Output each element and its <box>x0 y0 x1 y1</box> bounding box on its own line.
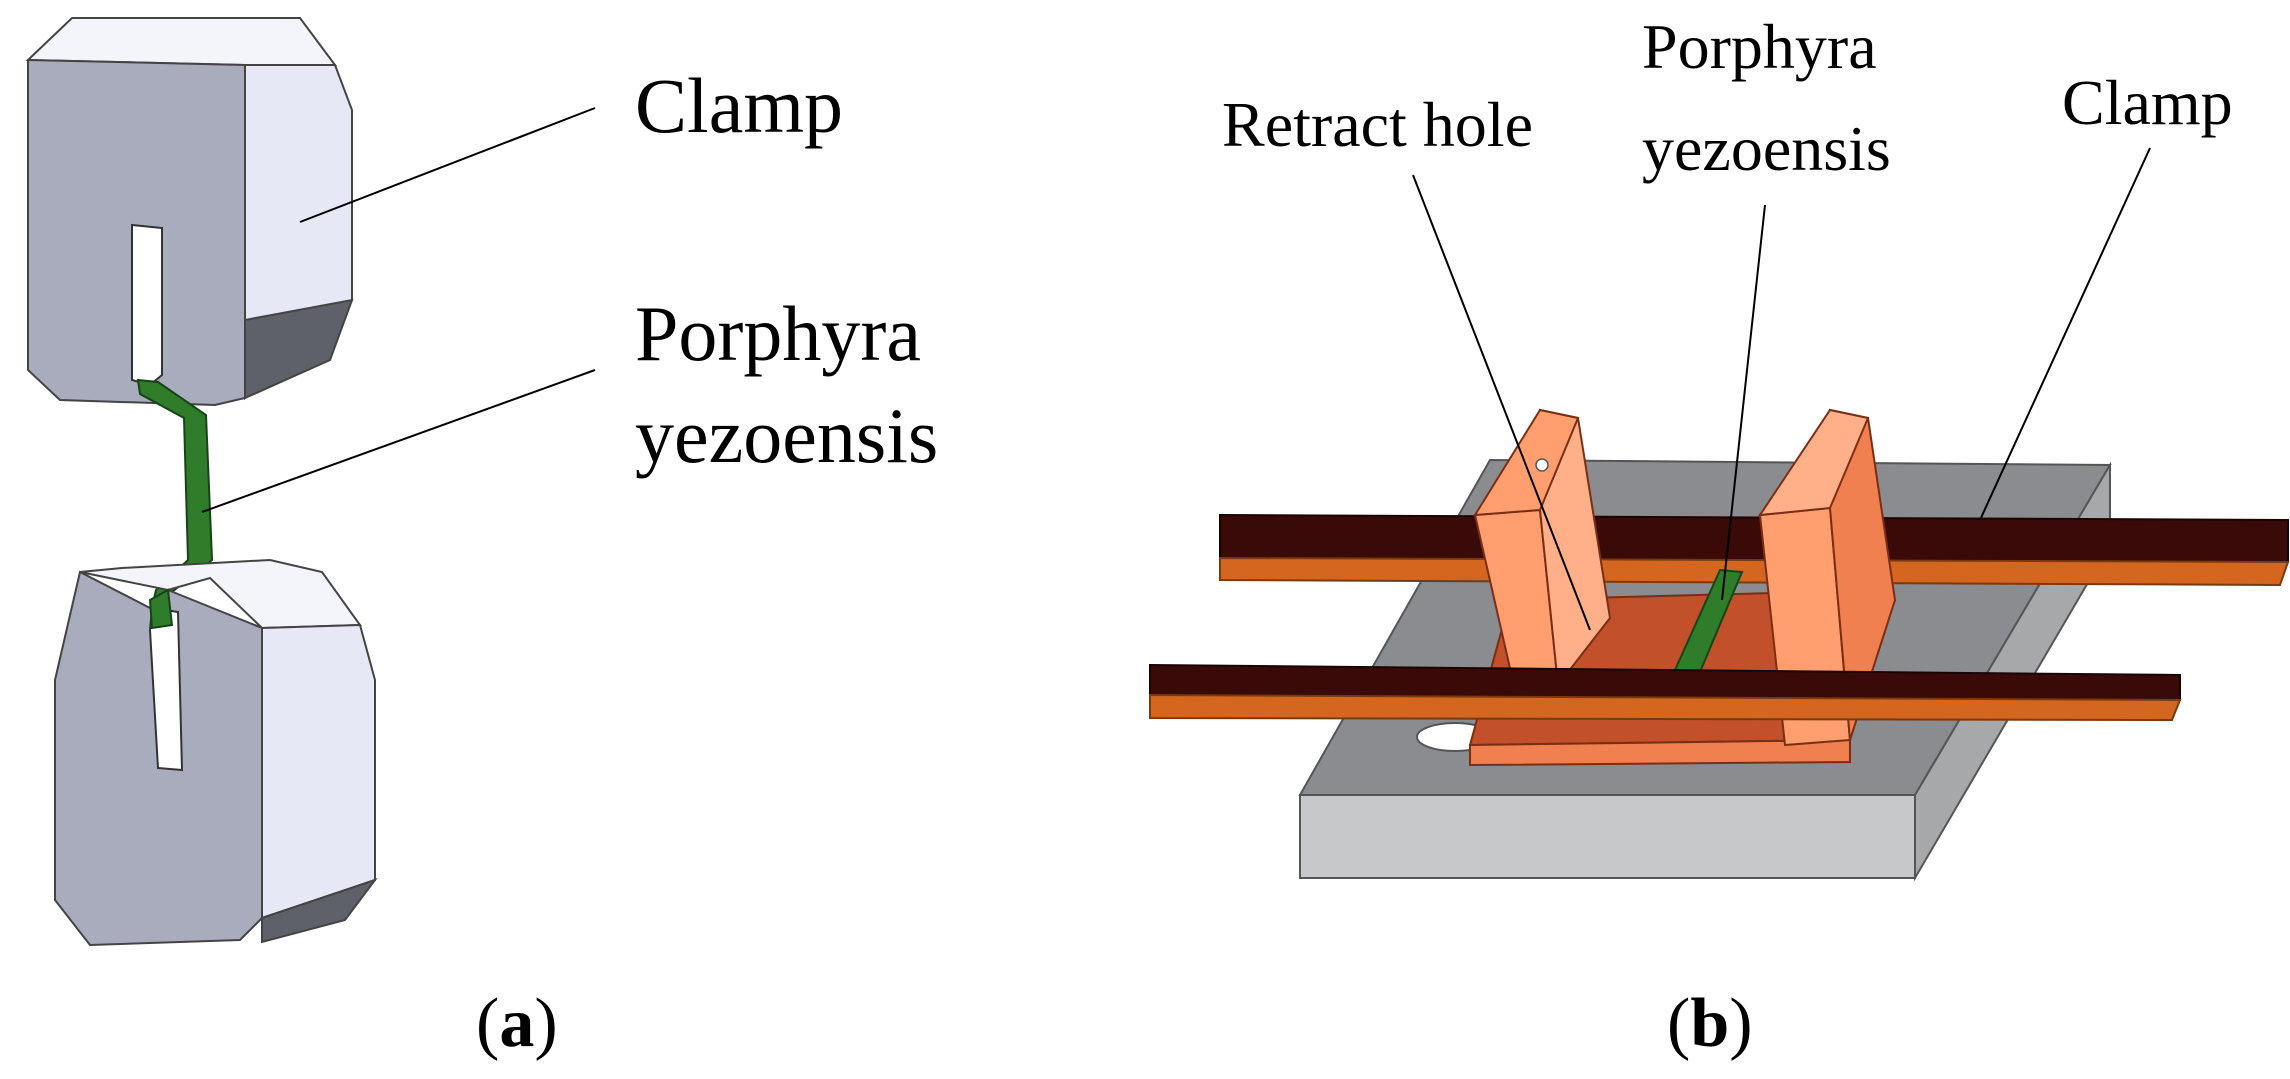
caption-b-open: ( <box>1667 985 1690 1062</box>
fixture-floor-front <box>1469 738 1851 767</box>
back-rail-top <box>1219 513 2289 564</box>
caption-b-letter: b <box>1690 985 1729 1062</box>
specimen-label-b-line2: yezoensis <box>1642 113 1891 184</box>
lower-clamp-block <box>54 558 378 947</box>
clamp-leader-line-a <box>299 107 596 223</box>
upper-clamp-bottom-bevel <box>244 298 354 400</box>
front-rail <box>1149 663 2182 722</box>
caption-a-letter: a <box>499 985 534 1062</box>
panel-b: Retract hole Porphyra yezoensis Clamp (b… <box>1149 11 2290 1062</box>
caption-b-close: ) <box>1729 985 1752 1062</box>
front-rail-front <box>1149 693 2182 722</box>
upper-clamp-slot <box>131 223 163 387</box>
specimen-label-a-line1: Porphyra <box>635 290 921 377</box>
back-rail <box>1219 513 2290 587</box>
retract-hole-leader-line <box>1412 174 1591 631</box>
clamp-label-a: Clamp <box>635 62 843 149</box>
specimen-label-a-line2: yezoensis <box>635 392 938 479</box>
caption-b: (b) <box>1667 985 1753 1062</box>
right-upright-top <box>1757 408 1870 517</box>
clamp-leader-line-b <box>1979 147 2151 521</box>
caption-a-open: ( <box>476 985 499 1062</box>
caption-a-close: ) <box>534 985 557 1062</box>
lower-clamp-side-face <box>261 623 376 920</box>
upper-clamp-top-face <box>25 17 337 66</box>
back-rail-front <box>1219 556 2290 587</box>
caption-a: (a) <box>476 985 558 1062</box>
retract-hole-label: Retract hole <box>1222 89 1533 160</box>
specimen-label-b-line1: Porphyra <box>1642 11 1877 82</box>
lower-clamp-bottom-bevel <box>261 878 378 944</box>
left-upright <box>1473 408 1612 692</box>
upper-clamp-block <box>25 17 354 407</box>
clamp-label-b: Clamp <box>2062 67 2233 138</box>
specimen-leader-line-a <box>201 369 596 513</box>
specimen-tab-lower <box>148 588 174 630</box>
lower-clamp-slot <box>148 606 184 772</box>
base-plate-front <box>1299 794 1916 879</box>
panel-a: Clamp Porphyra yezoensis (a) <box>25 17 938 1062</box>
retract-hole-marker <box>1535 458 1549 472</box>
specimen-leader-line-b <box>1721 204 1766 601</box>
